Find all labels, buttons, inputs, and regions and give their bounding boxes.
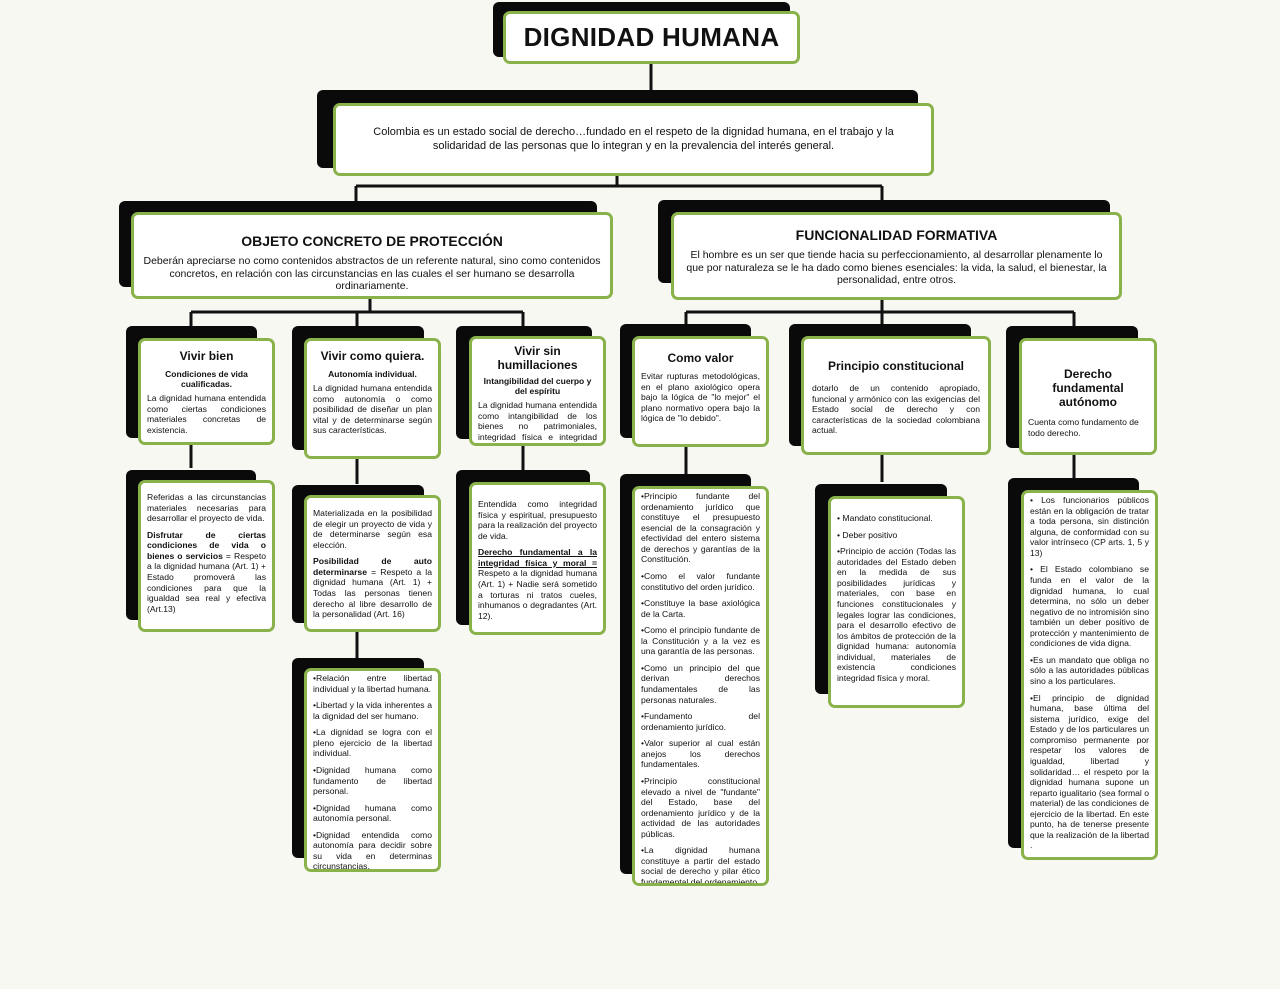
como-valor-title: Como valor (667, 351, 734, 365)
bullet-item: •Dignidad humana como autonomía personal… (313, 802, 432, 824)
bullet-item: •Principio constitucional elevado a nive… (641, 775, 760, 839)
bullet-item: •Como un principio del que derivan derec… (641, 662, 760, 705)
bullet-item: •Libertad y la vida inherentes a la dign… (313, 700, 432, 721)
bullet-item: •Principio de acción (Todas las autorida… (837, 546, 956, 683)
derecho-text: Cuenta como fundamento de todo derecho. (1028, 417, 1139, 438)
vivir-sin-text: La dignidad humana entendida como intang… (478, 400, 597, 443)
vivir-bien-sub: Condiciones de vida cualificadas. (165, 369, 248, 389)
bullet-item: •El principio de dignidad humana, base ú… (1030, 692, 1149, 851)
bullet-item: • Mandato constitucional. (837, 513, 933, 523)
bullet-item: •Principio fundante del ordenamiento jur… (641, 491, 760, 565)
bullet-item: •Es un mandato que obliga no sólo a las … (1030, 654, 1149, 686)
vivir-bien-title: Vivir bien (179, 349, 234, 363)
funcionalidad-text: El hombre es un ser que tiende hacia su … (686, 249, 1107, 287)
vivir-bien-detail-bold: Disfrutar de ciertas condiciones de vida… (147, 529, 266, 561)
bullet-item: •La dignidad humana constituye a partir … (641, 845, 760, 886)
bullet-item: • El Estado colombiano se funda en el va… (1030, 564, 1149, 649)
vivir-sin-detail-p1: Entendida como integridad física y espir… (478, 499, 597, 541)
vivir-bien-detail-p1: Referidas a las circunstancias materiale… (147, 492, 266, 524)
principio-text: dotarlo de un contenido apropiado, funci… (812, 383, 980, 436)
colombia-text: Colombia es un estado social de derecho…… (373, 126, 894, 152)
bullet-item: •Dignidad humana como fundamento de libe… (313, 764, 432, 797)
bullet-item: • Deber positivo (837, 529, 898, 540)
funcionalidad-title: FUNCIONALIDAD FORMATIVA (795, 227, 998, 243)
vivir-quiera-detail-rest: = Respeto a la dignidad humana (Art. 1) … (313, 566, 432, 620)
derecho-title: Derecho fundamental autónomo (1052, 367, 1124, 409)
vivir-quiera-sub: Autonomía individual. (328, 369, 417, 379)
page-title: DIGNIDAD HUMANA (523, 22, 780, 52)
principio-title: Principio constitucional (827, 359, 964, 373)
vivir-bien-detail-rest: = Respeto a la dignidad humana (Art. 1) … (147, 550, 266, 614)
vivir-quiera-title: Vivir como quiera. (320, 349, 425, 363)
bullet-item: •Fundamento del ordenamiento jurídico. (641, 711, 760, 732)
como-valor-text: Evitar rupturas metodológicas, en el pla… (641, 371, 760, 424)
bullet-item: •Como el principio fundante de la Consti… (641, 625, 760, 657)
bullet-item: • Los funcionarios públicos están en la … (1030, 495, 1150, 558)
bullet-item: •Dignidad entendida como autonomía para … (313, 829, 432, 872)
vivir-sin-title: Vivir sin humillaciones (497, 344, 578, 372)
objeto-text: Deberán apreciarse no como contenidos ab… (143, 255, 601, 293)
vivir-sin-detail-bold: Derecho fundamental a la integridad físi… (478, 547, 597, 568)
objeto-title: OBJETO CONCRETO DE PROTECCIÓN (241, 233, 503, 249)
bullet-item: •Relación entre libertad individual y la… (313, 673, 432, 694)
vivir-quiera-text: La dignidad humana entendida como autono… (313, 383, 432, 436)
vivir-bien-text: La dignidad humana entendida como cierta… (147, 393, 266, 435)
bullet-item: •La dignidad se logra con el pleno ejerc… (313, 727, 432, 759)
bullet-item: •Constituye la base axiológica de la Car… (641, 598, 760, 619)
bullet-item: •Como el valor fundante constitutivo del… (641, 570, 760, 592)
vivir-sin-sub: Intangibilidad del cuerpo y del espíritu (483, 376, 592, 396)
vivir-quiera-detail-p1: Materializada en la posibilidad de elegi… (313, 508, 432, 550)
vivir-sin-detail-rest: Respeto a la dignidad humana (Art. 1) + … (478, 568, 597, 621)
bullet-item: •Valor superior al cual están anejos los… (641, 738, 760, 770)
vivir-quiera-detail-bold: Posibilidad de auto determinarse (313, 556, 432, 577)
